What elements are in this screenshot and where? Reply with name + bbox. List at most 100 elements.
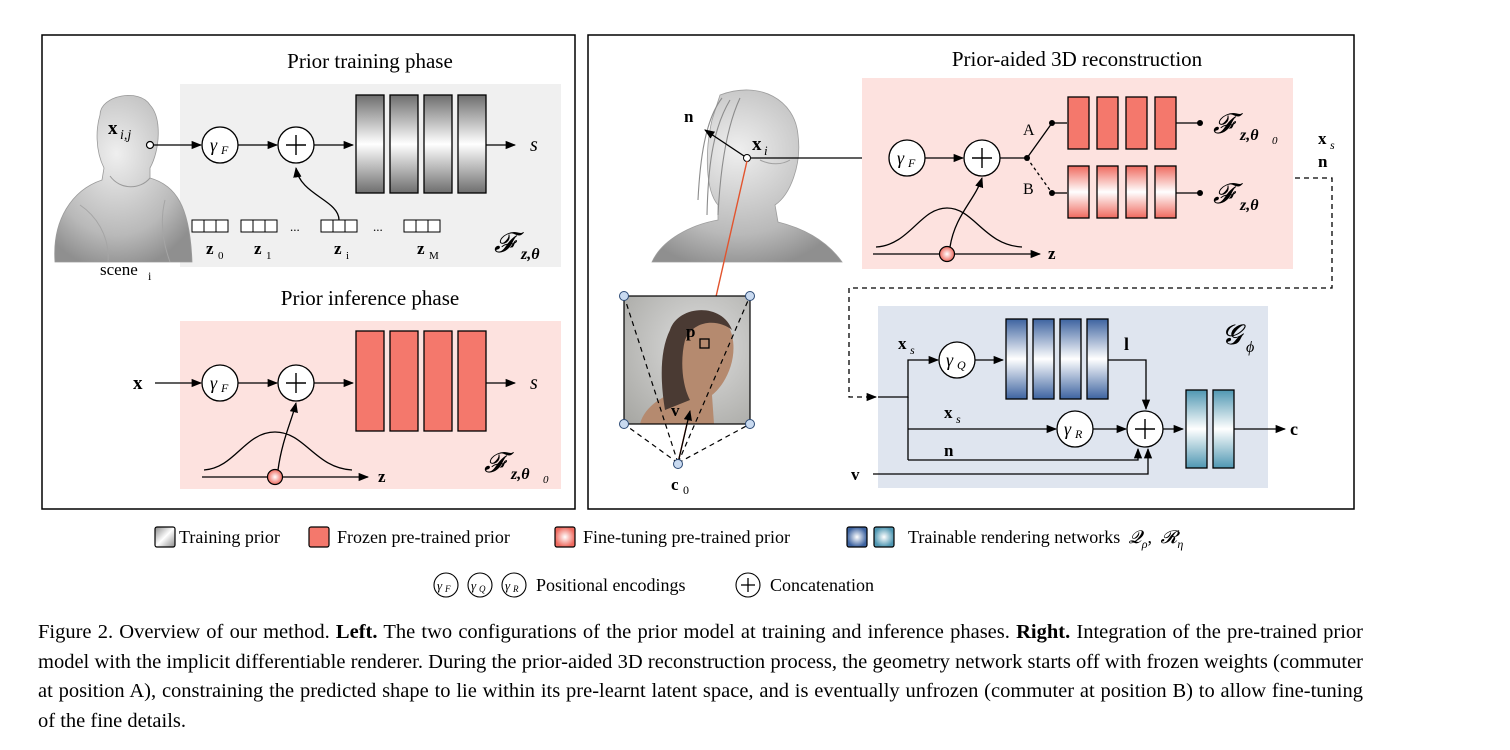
- legend-label-training: Training prior: [179, 527, 280, 547]
- geometry-z-label: z: [1048, 244, 1056, 263]
- inference-z-label: z: [378, 467, 386, 486]
- legend-swatch-frozen: [308, 526, 330, 548]
- inference-phase-title: Prior inference phase: [281, 286, 459, 310]
- legend-swatch-render-blue: [846, 526, 868, 548]
- latent-label-i-sub: i: [346, 250, 349, 262]
- camera-center-label: c: [671, 475, 679, 494]
- gamma-q-encoding-node: γ Q: [938, 341, 976, 379]
- svg-text:γ: γ: [946, 350, 954, 370]
- method-overview-figure: Prior training phase x i,j scene i γ F s…: [41, 34, 1355, 598]
- caption-right-bold: Right.: [1016, 621, 1071, 643]
- inference-encoding-node: γ F: [201, 364, 239, 402]
- caption-left-bold: Left.: [335, 621, 378, 643]
- geometry-latent-prior: [873, 177, 1042, 263]
- svg-text:γ: γ: [471, 578, 477, 593]
- latent-label-1-sub: 1: [266, 250, 272, 262]
- surface-point-label: x: [752, 134, 762, 155]
- render-normal-label: n: [944, 441, 954, 460]
- latent-ellipsis-1: ...: [290, 219, 300, 234]
- legend: Training prior Frozen pre-trained prior …: [154, 526, 1183, 598]
- scene-label: scene: [100, 260, 138, 279]
- camera-center-subscript: 0: [683, 483, 689, 497]
- legend-concat-icon: [735, 572, 761, 598]
- color-output-label: c: [1290, 419, 1298, 439]
- sdf-output-label: s: [530, 134, 538, 156]
- input-point-marker: [145, 140, 155, 150]
- pixel-marker: [699, 338, 710, 349]
- svg-text:γ: γ: [210, 135, 218, 155]
- legend-gamma-f-icon: γ F: [433, 572, 459, 598]
- render-xs-mid-label: x: [944, 403, 953, 422]
- render-xs-top-subscript: s: [910, 343, 915, 357]
- scene-bust-image: [54, 95, 193, 263]
- svg-text:F: F: [220, 381, 229, 395]
- reconstructed-head-image: [651, 89, 843, 263]
- inference-concatenation-node: [277, 364, 315, 402]
- input-photo-person: [640, 310, 734, 424]
- svg-text:0: 0: [543, 474, 549, 486]
- legend-gamma-q-icon: γ Q: [467, 572, 493, 598]
- caption-right-text: Integration of the pre-trained prior mod…: [38, 621, 1364, 732]
- input-point-label: x: [108, 118, 118, 139]
- switch-position-a: A: [1023, 122, 1035, 139]
- legend-label-finetune: Fine-tuning pre-trained prior: [583, 527, 790, 547]
- latent-label-0-sub: 0: [218, 250, 224, 262]
- render-xs-mid-subscript: s: [956, 412, 961, 426]
- left-panel-frame: [41, 34, 576, 510]
- svg-text:R: R: [512, 584, 519, 594]
- latent-code-i: [320, 219, 358, 233]
- render-view-label: v: [851, 465, 860, 484]
- training-phase-title: Prior training phase: [287, 49, 453, 73]
- surface-normal-label: n: [684, 107, 694, 126]
- frozen-geometry-name: 𝓕 z,θ 0: [1213, 109, 1278, 147]
- legend-label-frozen: Frozen pre-trained prior: [337, 527, 510, 547]
- gamma-r-encoding-node: γ R: [1056, 410, 1094, 448]
- svg-text:z,θ: z,θ: [1239, 127, 1259, 144]
- svg-text:ϕ: ϕ: [1246, 339, 1254, 356]
- caption-figure-label: Figure 2. Overview of our method.: [38, 621, 330, 643]
- svg-text:F: F: [444, 584, 451, 594]
- svg-text:F: F: [907, 156, 916, 170]
- legend-swatch-training: [154, 526, 176, 548]
- frozen-network-layers: [355, 330, 487, 432]
- view-direction-label: v: [671, 401, 680, 420]
- svg-text:R: R: [1074, 427, 1083, 441]
- svg-text:Q: Q: [957, 358, 966, 372]
- geometry-encoding-node: γ F: [888, 139, 926, 177]
- legend-swatch-render-teal: [873, 526, 895, 548]
- legend-label-concat: Concatenation: [770, 575, 874, 595]
- commuter-switch-b: [1026, 157, 1053, 194]
- render-concatenation-node: [1126, 410, 1164, 448]
- svg-text:z,θ: z,θ: [1239, 197, 1259, 214]
- latent-label-0: z: [206, 239, 214, 258]
- latent-code-0: [191, 219, 229, 233]
- finetune-geometry-layers: [1067, 165, 1177, 219]
- svg-text:Q: Q: [479, 584, 486, 594]
- geometry-concatenation-node: [963, 139, 1001, 177]
- legend-swatch-finetune: [554, 526, 576, 548]
- switch-position-b: B: [1023, 181, 1034, 198]
- legend-gamma-r-icon: γ R: [501, 572, 527, 598]
- camera-frustum: [623, 295, 751, 464]
- svg-text:γ: γ: [897, 148, 905, 168]
- svg-text:0: 0: [1272, 135, 1278, 147]
- frozen-geometry-layers: [1067, 96, 1177, 150]
- feature-vector-label: l: [1124, 334, 1129, 354]
- latent-label-m-sub: M: [429, 250, 439, 262]
- surface-point-subscript: i: [764, 143, 768, 158]
- figure-caption: Figure 2. Overview of our method. Left. …: [38, 618, 1363, 736]
- pixel-label: p: [686, 322, 695, 341]
- svg-text:γ: γ: [210, 373, 218, 393]
- scene-label-subscript: i: [148, 269, 152, 283]
- latent-label-i: z: [334, 239, 342, 258]
- feature-network-layers: [1005, 318, 1109, 400]
- right-panel-frame: [587, 34, 1355, 510]
- svg-text:z,θ: z,θ: [510, 466, 530, 483]
- output-n-label: n: [1318, 152, 1328, 171]
- geometry-to-render-link: [848, 177, 1333, 402]
- svg-text:F: F: [220, 143, 229, 157]
- legend-label-render: Trainable rendering networks 𝓠ρ, 𝓡η: [908, 527, 1183, 551]
- latent-label-1: z: [254, 239, 262, 258]
- input-point-subscript: i,j: [120, 128, 131, 143]
- render-xs-top-label: x: [898, 334, 907, 353]
